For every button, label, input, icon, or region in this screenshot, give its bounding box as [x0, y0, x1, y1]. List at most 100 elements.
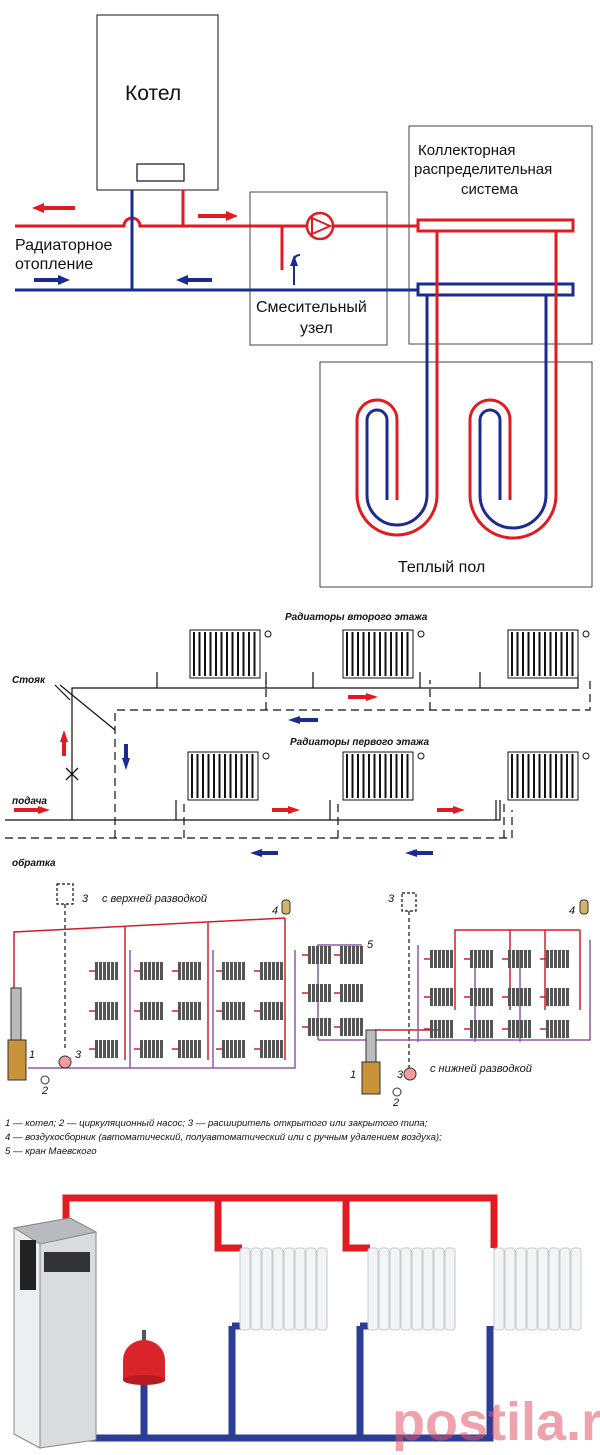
pump-right — [392, 1087, 402, 1097]
lower-return-branches — [183, 800, 505, 838]
legend-line-1: 1 — котел; 2 — циркуляционный насос; 3 —… — [5, 1118, 428, 1129]
small-radiator — [464, 950, 493, 968]
num-3-right: 3 — [388, 893, 395, 905]
boiler-right-chimney — [365, 1029, 377, 1063]
radiator-heating-line2: отопление — [15, 256, 93, 273]
air-valve-icon — [417, 630, 425, 638]
radiator — [507, 629, 590, 679]
small-radiator — [134, 962, 163, 980]
small-radiator — [334, 1018, 363, 1036]
small-radiators-group — [89, 946, 569, 1058]
panel-radiator — [239, 1247, 328, 1331]
radiator-heating-line1: Радиаторное — [15, 237, 113, 254]
first-floor-label: Радиаторы первого этажа — [290, 737, 429, 748]
num-1-right: 1 — [350, 1069, 356, 1081]
radiator — [342, 629, 425, 679]
small-radiator — [540, 988, 569, 1006]
small-radiator — [334, 946, 363, 964]
radiator — [507, 751, 590, 801]
upper-return-branches — [265, 680, 431, 710]
radiator — [189, 629, 272, 679]
small-radiator — [216, 1002, 245, 1020]
small-radiator — [464, 988, 493, 1006]
scheme-two-floor-diagram: Радиаторы второго этажа Радиаторы первог… — [5, 612, 591, 869]
tank-right — [403, 1067, 417, 1081]
scheme-collector-diagram: Котел Смесительный узел Радиаторное отоп… — [15, 14, 593, 588]
flow-arrows — [32, 203, 238, 285]
num-4-right: 4 — [569, 905, 575, 917]
radiator — [187, 751, 270, 801]
return-pipe — [15, 190, 418, 292]
small-radiator — [502, 1020, 531, 1038]
panel-radiators — [239, 1247, 582, 1331]
pump-left — [40, 1075, 50, 1085]
num-3-left: 3 — [82, 893, 89, 905]
panel-radiator — [493, 1247, 582, 1331]
boiler-box — [96, 14, 219, 191]
expansion-tank-right — [401, 892, 417, 912]
small-radiator — [89, 1040, 118, 1058]
main-return-pipe — [5, 680, 591, 839]
supply-manifold — [416, 218, 575, 233]
num-3-pump: 3 — [75, 1049, 82, 1061]
mixing-unit-box — [249, 191, 388, 346]
small-radiator — [89, 1002, 118, 1020]
boiler-right — [361, 1061, 381, 1095]
small-radiator — [334, 984, 363, 1002]
small-radiator — [302, 1018, 331, 1036]
air-valve-icon — [262, 752, 270, 760]
main-supply-pipe — [5, 672, 579, 821]
air-valve-icon — [582, 630, 590, 638]
riser-valve — [65, 767, 79, 781]
expansion-tank-left — [56, 883, 74, 905]
right-return-pipes — [317, 940, 591, 1042]
radiator — [342, 751, 425, 801]
tank-left — [58, 1055, 72, 1069]
panel-radiator — [367, 1247, 456, 1331]
legend-line-2: 4 — воздухосборник (автоматический, полу… — [5, 1132, 442, 1143]
small-radiator — [424, 988, 453, 1006]
small-radiator — [254, 1002, 283, 1020]
small-radiator — [540, 950, 569, 968]
small-radiator — [254, 1040, 283, 1058]
air-valve-icon — [264, 630, 272, 638]
small-radiator — [540, 1020, 569, 1038]
expansion-tank — [123, 1330, 165, 1385]
return-manifold — [416, 282, 575, 297]
boiler-label: Котел — [125, 82, 181, 105]
pump-triangle — [311, 216, 333, 236]
small-radiator — [424, 950, 453, 968]
supply-pipe-red — [62, 1194, 498, 1252]
return-label: обратка — [12, 857, 56, 869]
collector-box — [408, 125, 593, 345]
small-radiator — [172, 962, 201, 980]
small-radiator — [502, 950, 531, 968]
small-radiator — [89, 962, 118, 980]
top-wiring-label: с верхней разводкой — [102, 893, 207, 905]
scheme-boiler-radiators: postila.ru — [12, 1194, 600, 1452]
scheme2-arrows — [14, 693, 465, 857]
bottom-wiring-label: с нижней разводкой — [430, 1063, 532, 1075]
small-radiator — [424, 1020, 453, 1038]
num-5: 5 — [367, 939, 374, 951]
left-return-pipes — [28, 950, 296, 1069]
mixing-unit-line1: Смесительный — [256, 299, 367, 316]
small-radiator — [134, 1040, 163, 1058]
small-radiator — [216, 962, 245, 980]
small-radiator — [172, 1040, 201, 1058]
mixing-unit-line2: узел — [300, 320, 333, 337]
small-radiator — [302, 984, 331, 1002]
floor-loop-right — [468, 231, 558, 540]
scheme-wiring-diagram: с верхней разводкой с нижней разводкой 3… — [5, 883, 591, 1157]
left-supply-pipes — [13, 917, 286, 1060]
num-3-right-pump: 3 — [397, 1069, 404, 1081]
riser-leader — [54, 684, 116, 731]
collector-line3: система — [461, 181, 519, 198]
right-supply-pipes — [374, 929, 581, 1050]
small-radiator — [172, 1002, 201, 1020]
small-radiator — [302, 946, 331, 964]
small-radiator — [464, 1020, 493, 1038]
boiler-left — [7, 1039, 27, 1081]
collector-line2: распределительная — [414, 161, 552, 178]
small-radiator — [254, 962, 283, 980]
